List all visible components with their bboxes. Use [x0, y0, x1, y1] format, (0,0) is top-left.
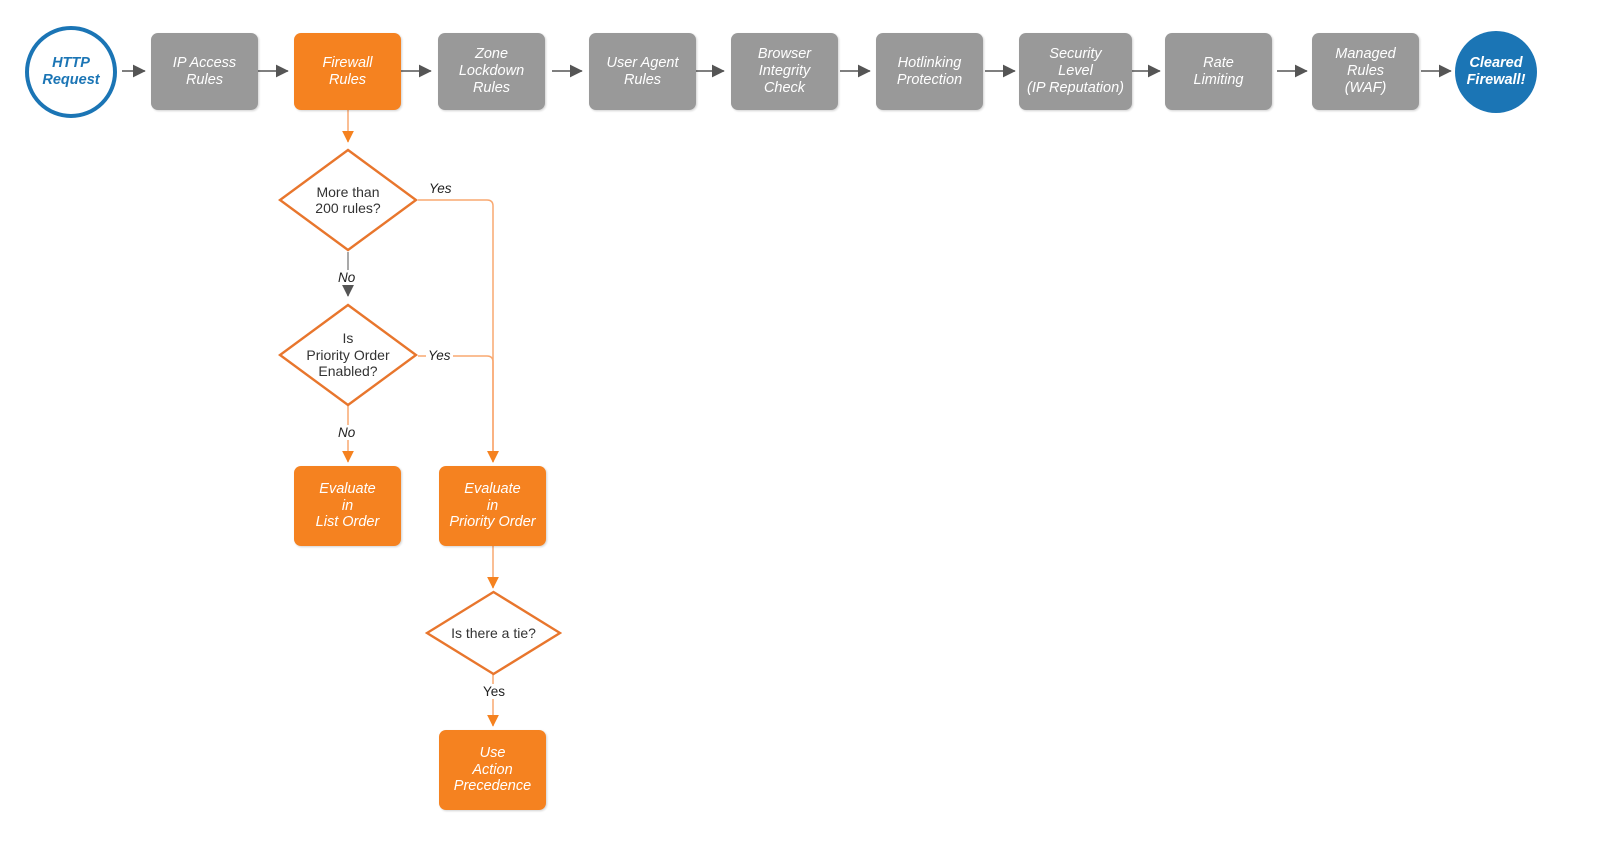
edge-label-priority-order-no: No: [336, 425, 358, 440]
diamond-shape: [278, 303, 418, 407]
node-zone-lockdown-rules[interactable]: Zone Lockdown Rules: [438, 33, 545, 110]
decision-is-there-a-tie[interactable]: Is there a tie?: [425, 590, 562, 676]
wire-d1-yes-to-priority-order: [418, 199, 499, 463]
node-http-request-label: HTTP Request: [42, 55, 100, 88]
decision-more-than-200-rules-label: More than 200 rules?: [315, 183, 381, 216]
node-use-action-precedence-label: Use Action Precedence: [453, 744, 532, 795]
node-ip-access-rules[interactable]: IP Access Rules: [151, 33, 258, 110]
node-managed-rules-waf-label: Managed Rules (WAF): [1335, 46, 1396, 96]
node-cleared-firewall-label: Cleared Firewall!: [1466, 55, 1526, 88]
decision-more-than-200-rules[interactable]: More than 200 rules?: [278, 148, 418, 252]
node-user-agent-rules-label: User Agent Rules: [606, 54, 679, 88]
node-firewall-rules[interactable]: Firewall Rules: [294, 33, 401, 110]
node-browser-integrity-check-label: Browser Integrity Check: [757, 46, 812, 96]
node-cleared-firewall[interactable]: Cleared Firewall!: [1455, 31, 1537, 113]
edge-label-more-than-200-yes: Yes: [427, 181, 454, 196]
node-evaluate-in-list-order-label: Evaluate in List Order: [315, 480, 380, 531]
node-ip-access-rules-label: IP Access Rules: [172, 54, 237, 88]
node-user-agent-rules[interactable]: User Agent Rules: [589, 33, 696, 110]
decision-is-there-a-tie-label: Is there a tie?: [451, 624, 536, 641]
node-security-level[interactable]: Security Level (IP Reputation): [1019, 33, 1132, 110]
node-browser-integrity-check[interactable]: Browser Integrity Check: [731, 33, 838, 110]
diamond-shape: [278, 148, 418, 252]
node-managed-rules-waf[interactable]: Managed Rules (WAF): [1312, 33, 1419, 110]
node-rate-limiting[interactable]: Rate Limiting: [1165, 33, 1272, 110]
node-rate-limiting-label: Rate Limiting: [1193, 54, 1244, 88]
node-http-request[interactable]: HTTP Request: [25, 26, 117, 118]
node-hotlinking-protection-label: Hotlinking Protection: [896, 54, 963, 88]
node-evaluate-in-priority-order-label: Evaluate in Priority Order: [449, 480, 536, 531]
node-use-action-precedence[interactable]: Use Action Precedence: [439, 730, 546, 810]
node-hotlinking-protection[interactable]: Hotlinking Protection: [876, 33, 983, 110]
edge-label-tie-yes: Yes: [481, 684, 508, 699]
decision-is-priority-order-enabled-label: Is Priority Order Enabled?: [306, 330, 390, 380]
node-evaluate-in-list-order[interactable]: Evaluate in List Order: [294, 466, 401, 546]
node-zone-lockdown-rules-label: Zone Lockdown Rules: [458, 46, 525, 96]
edge-label-more-than-200-no: No: [336, 270, 358, 285]
wire-d2-yes-to-priority-order: [418, 355, 499, 463]
decision-is-priority-order-enabled[interactable]: Is Priority Order Enabled?: [278, 303, 418, 407]
edge-label-priority-order-yes: Yes: [426, 348, 453, 363]
node-evaluate-in-priority-order[interactable]: Evaluate in Priority Order: [439, 466, 546, 546]
node-firewall-rules-label: Firewall Rules: [322, 54, 373, 88]
node-security-level-label: Security Level (IP Reputation): [1027, 46, 1124, 96]
